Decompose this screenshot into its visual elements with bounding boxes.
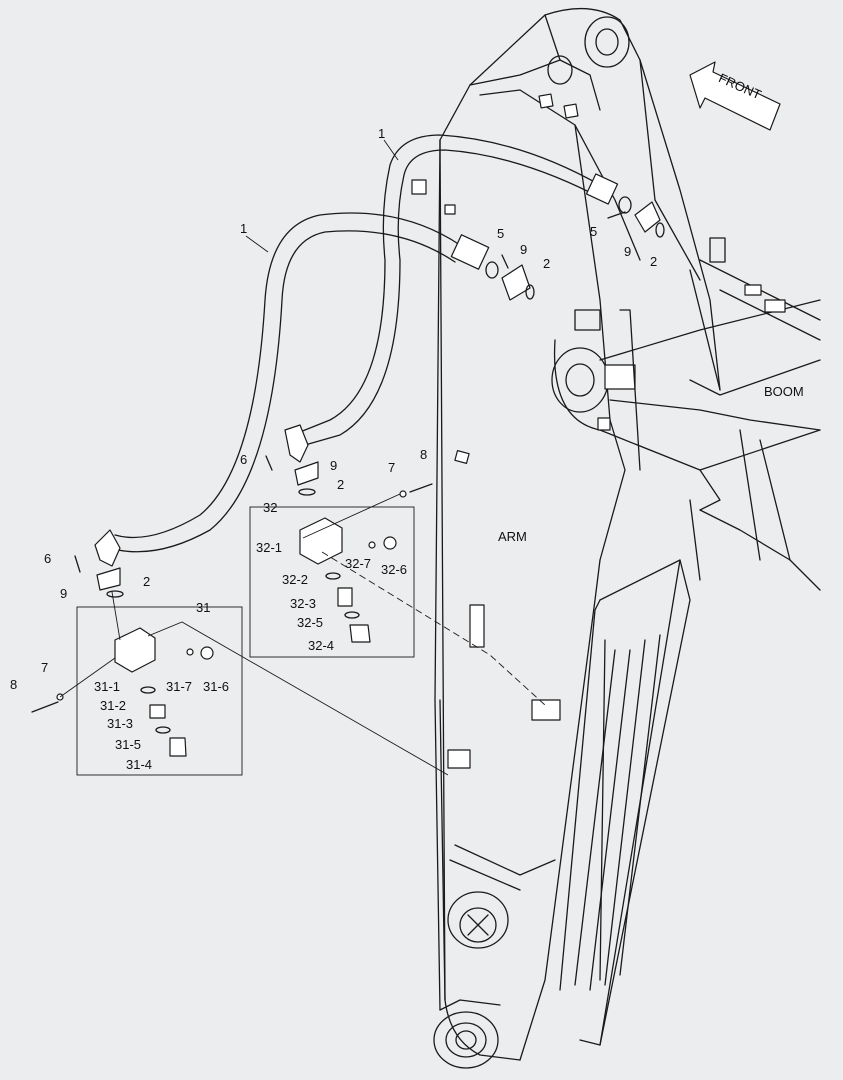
callout-5b: 5 xyxy=(497,226,504,241)
callout-1a: 1 xyxy=(378,126,385,141)
bolt-5a xyxy=(607,211,626,219)
hose-1-upper xyxy=(299,134,632,446)
part-32-5: 32-5 xyxy=(297,615,323,630)
callout-9d: 9 xyxy=(60,586,67,601)
boom-label: BOOM xyxy=(764,384,804,399)
group-31-box xyxy=(76,606,243,776)
arm-label: ARM xyxy=(498,529,527,544)
callout-7b: 7 xyxy=(41,660,48,675)
part-32-7: 32-7 xyxy=(345,556,371,571)
callout-9b: 9 xyxy=(520,242,527,257)
group-31-label: 31 xyxy=(196,600,210,615)
front-arrow xyxy=(689,61,781,131)
split-flange-9a xyxy=(634,201,661,233)
part-31-2: 31-2 xyxy=(100,698,126,713)
bolt-6a xyxy=(265,455,273,471)
bolt-8b xyxy=(31,701,59,713)
part-32-2: 32-2 xyxy=(282,572,308,587)
callout-9a: 9 xyxy=(624,244,631,259)
callout-5a: 5 xyxy=(590,224,597,239)
group-32-box xyxy=(249,506,415,658)
part-31-3: 31-3 xyxy=(107,716,133,731)
callout-6a: 6 xyxy=(240,452,247,467)
part-32-6: 32-6 xyxy=(381,562,407,577)
callout-8a: 8 xyxy=(420,447,427,462)
hose-elbow-lower xyxy=(94,529,121,567)
part-31-5: 31-5 xyxy=(115,737,141,752)
group-32-label: 32 xyxy=(263,500,277,515)
split-flange-9b xyxy=(501,264,531,301)
o-ring-2b xyxy=(525,284,535,300)
callout-7a: 7 xyxy=(388,460,395,475)
bolt-5b xyxy=(501,254,509,269)
callout-1b: 1 xyxy=(240,221,247,236)
hose-elbow-upper xyxy=(284,424,309,463)
valve-block-31-1 xyxy=(114,627,156,673)
bolt-8a xyxy=(409,483,433,493)
callout-2c: 2 xyxy=(337,477,344,492)
callout-2a: 2 xyxy=(650,254,657,269)
split-flange-9c xyxy=(294,461,319,486)
callout-6b: 6 xyxy=(44,551,51,566)
o-ring-2d xyxy=(106,590,124,598)
o-ring-2c xyxy=(298,488,316,496)
callout-9c: 9 xyxy=(330,458,337,473)
part-31-6: 31-6 xyxy=(203,679,229,694)
part-31-7: 31-7 xyxy=(166,679,192,694)
valve-block-32-1 xyxy=(299,517,343,565)
part-32-4: 32-4 xyxy=(308,638,334,653)
part-31-1: 31-1 xyxy=(94,679,120,694)
part-32-1: 32-1 xyxy=(256,540,282,555)
arm-structure xyxy=(411,7,821,1069)
hose-1-lower xyxy=(114,212,499,553)
part-31-4: 31-4 xyxy=(126,757,152,772)
callout-2b: 2 xyxy=(543,256,550,271)
part-32-3: 32-3 xyxy=(290,596,316,611)
bolt-6b xyxy=(74,555,81,573)
callout-8b: 8 xyxy=(10,677,17,692)
callout-2d: 2 xyxy=(143,574,150,589)
o-ring-2a xyxy=(655,222,665,238)
split-flange-9d xyxy=(96,567,121,591)
